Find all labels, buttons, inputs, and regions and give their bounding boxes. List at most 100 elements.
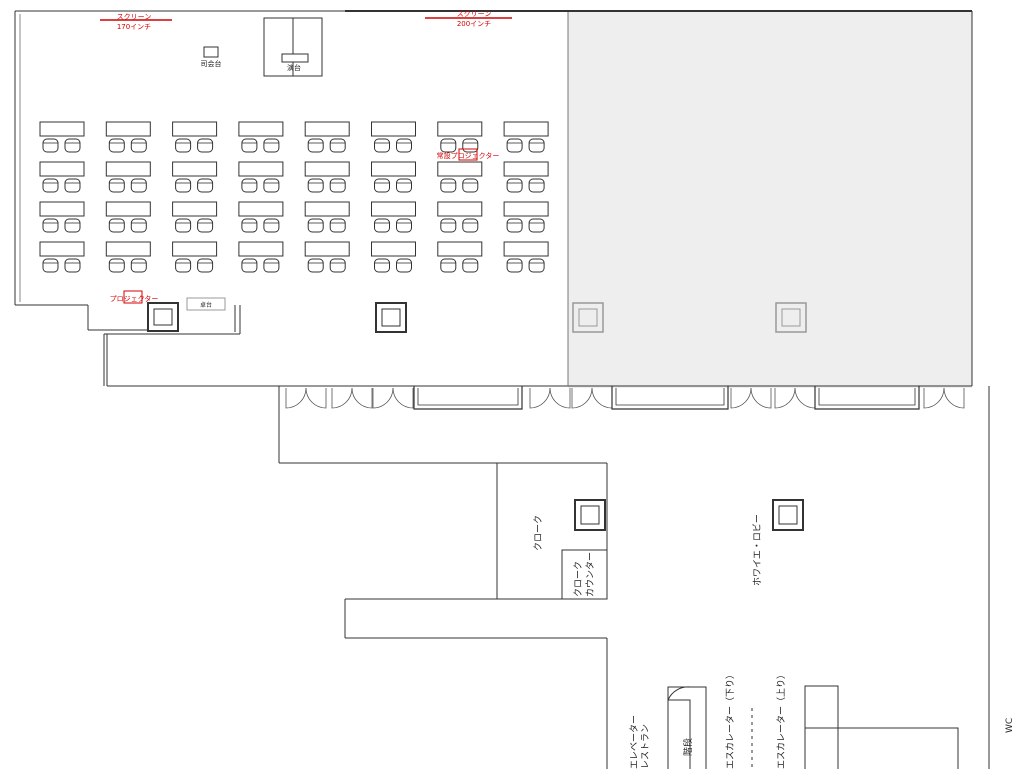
table-set bbox=[105, 201, 151, 233]
mc-stand bbox=[203, 46, 219, 58]
table bbox=[371, 121, 416, 137]
table-set bbox=[39, 201, 85, 233]
screen-left-label: スクリーン bbox=[117, 13, 152, 21]
table bbox=[371, 161, 416, 177]
chair bbox=[528, 218, 545, 233]
table bbox=[371, 241, 416, 257]
door bbox=[571, 387, 613, 409]
table bbox=[437, 121, 483, 137]
table-set bbox=[371, 201, 416, 233]
chair bbox=[396, 138, 412, 153]
chair bbox=[175, 258, 192, 273]
door bbox=[372, 387, 414, 409]
table-set bbox=[437, 161, 483, 193]
chair bbox=[329, 218, 346, 233]
chair bbox=[197, 138, 214, 153]
door bbox=[923, 387, 965, 409]
screen-right-size: 200インチ bbox=[457, 20, 491, 28]
chair bbox=[462, 138, 479, 153]
table-set bbox=[304, 121, 350, 153]
table bbox=[304, 201, 350, 217]
chair bbox=[462, 258, 479, 273]
restaurant-label: レストラン bbox=[640, 724, 651, 769]
chair bbox=[263, 138, 280, 153]
door bbox=[730, 387, 772, 409]
table-set bbox=[437, 201, 483, 233]
chair bbox=[396, 258, 412, 273]
wall-recesses bbox=[413, 386, 920, 410]
pillar bbox=[572, 302, 604, 333]
chair bbox=[42, 138, 59, 153]
cloak-counter-label-1: クローク bbox=[573, 561, 584, 597]
chair bbox=[307, 258, 324, 273]
foyer-label: ホワイエ・ロビー bbox=[752, 514, 763, 586]
chair bbox=[506, 178, 523, 193]
pillar bbox=[772, 499, 804, 531]
table-set bbox=[304, 161, 350, 193]
chair bbox=[528, 178, 545, 193]
seating-layout bbox=[39, 121, 549, 273]
table bbox=[503, 241, 549, 257]
table-set bbox=[238, 161, 284, 193]
table bbox=[39, 161, 85, 177]
pillar bbox=[574, 499, 606, 531]
table bbox=[371, 201, 416, 217]
table bbox=[304, 241, 350, 257]
chair bbox=[440, 258, 457, 273]
chair bbox=[528, 138, 545, 153]
projector-fixed-label: 常設プロジェクター bbox=[437, 151, 500, 160]
table-set bbox=[105, 121, 151, 153]
table bbox=[105, 121, 151, 137]
table bbox=[304, 161, 350, 177]
chair bbox=[374, 138, 390, 153]
chair bbox=[42, 178, 59, 193]
chair bbox=[396, 178, 412, 193]
chair bbox=[64, 258, 81, 273]
table bbox=[39, 121, 85, 137]
table bbox=[238, 121, 284, 137]
chair bbox=[396, 218, 412, 233]
escalator-down-label: エスカレーター（下り） bbox=[725, 670, 736, 769]
door bbox=[285, 387, 327, 409]
chair bbox=[108, 138, 125, 153]
table bbox=[39, 201, 85, 217]
screen-right-label: スクリーン bbox=[457, 10, 492, 18]
table-set bbox=[172, 201, 218, 233]
projector-box bbox=[123, 290, 143, 304]
main-hall-walls bbox=[14, 10, 973, 387]
table-set bbox=[172, 161, 218, 193]
chair bbox=[506, 138, 523, 153]
pillar bbox=[147, 302, 179, 332]
table bbox=[503, 121, 549, 137]
chair bbox=[64, 218, 81, 233]
table bbox=[437, 201, 483, 217]
chair bbox=[130, 218, 147, 233]
table bbox=[172, 121, 218, 137]
chair bbox=[130, 138, 147, 153]
chair bbox=[440, 218, 457, 233]
door bbox=[331, 387, 373, 409]
table-set bbox=[503, 121, 549, 153]
chair bbox=[175, 138, 192, 153]
table-set bbox=[105, 241, 151, 273]
pillar bbox=[775, 302, 807, 333]
table-set bbox=[238, 201, 284, 233]
table-set bbox=[172, 241, 218, 273]
chair bbox=[307, 178, 324, 193]
table-set bbox=[238, 121, 284, 153]
table-set bbox=[503, 161, 549, 193]
chair bbox=[374, 258, 390, 273]
lower-floor-walls bbox=[278, 386, 990, 769]
table bbox=[105, 241, 151, 257]
chair bbox=[263, 218, 280, 233]
chair bbox=[329, 138, 346, 153]
cloakroom-label: クローク bbox=[533, 515, 544, 551]
chair bbox=[130, 178, 147, 193]
chair bbox=[263, 178, 280, 193]
table bbox=[503, 201, 549, 217]
mc-stand-label: 司会台 bbox=[201, 59, 222, 68]
chair bbox=[241, 178, 258, 193]
right-hall-area bbox=[568, 12, 972, 388]
podium-label: 演台 bbox=[287, 63, 301, 72]
table-set bbox=[437, 241, 483, 273]
